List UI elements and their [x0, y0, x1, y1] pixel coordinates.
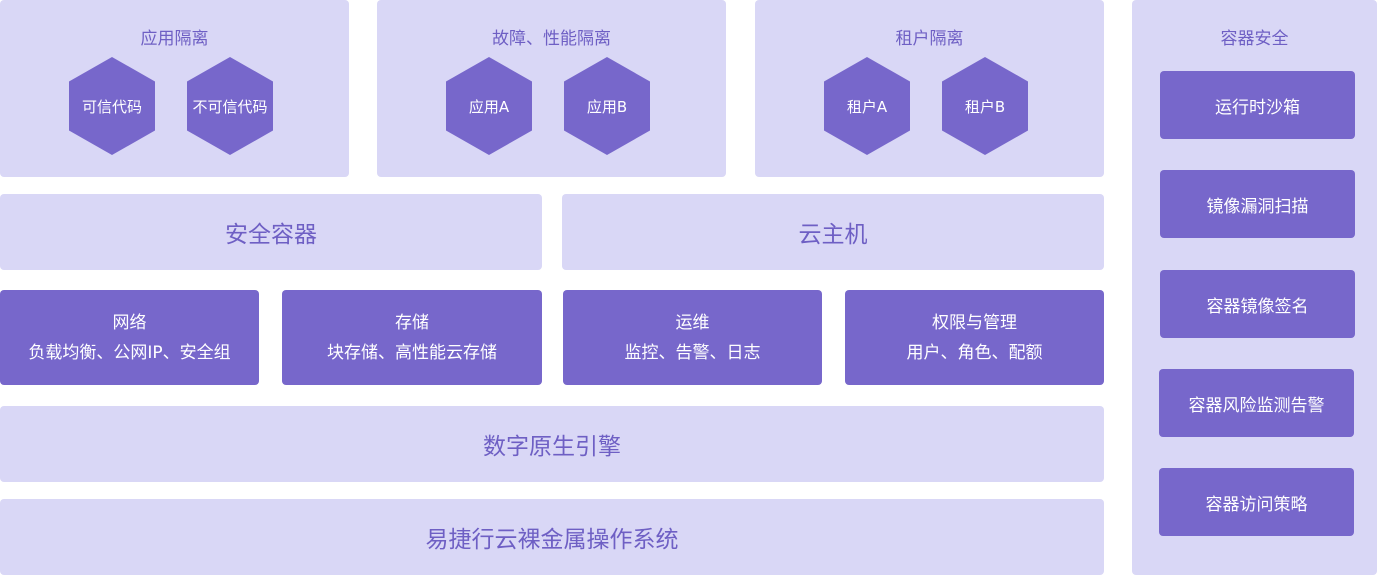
hex-app-b: 应用B — [564, 57, 650, 155]
service-desc: 监控、告警、日志 — [624, 342, 761, 363]
secure-container-box: 安全容器 — [0, 194, 542, 270]
secure-container-label: 安全容器 — [225, 222, 317, 248]
service-network: 网络 负载均衡、公网IP、安全组 — [0, 290, 259, 385]
isolation-title: 故障、性能隔离 — [492, 29, 611, 49]
isolation-title: 租户隔离 — [895, 29, 964, 49]
os-box: 易捷行云裸金属操作系统 — [0, 499, 1104, 575]
isolation-box-tenant: 租户隔离 租户A 租户B — [755, 0, 1104, 177]
os-label: 易捷行云裸金属操作系统 — [425, 527, 679, 553]
hex-app-a: 应用A — [446, 57, 532, 155]
hex-untrusted-code: 不可信代码 — [187, 57, 273, 155]
access-policy-item: 容器访问策略 — [1159, 468, 1354, 536]
service-storage: 存储 块存储、高性能云存储 — [282, 290, 542, 385]
hex-tenant-a: 租户A — [824, 57, 910, 155]
cloud-host-box: 云主机 — [562, 194, 1104, 270]
cloud-host-label: 云主机 — [798, 222, 868, 248]
service-desc: 负载均衡、公网IP、安全组 — [28, 342, 231, 363]
isolation-box-fault: 故障、性能隔离 应用A 应用B — [377, 0, 726, 177]
hex-tenant-b: 租户B — [942, 57, 1028, 155]
isolation-box-app: 应用隔离 可信代码 不可信代码 — [0, 0, 349, 177]
engine-box: 数字原生引擎 — [0, 406, 1104, 482]
risk-monitor-alert-item: 容器风险监测告警 — [1159, 369, 1354, 437]
isolation-title: 应用隔离 — [140, 29, 209, 49]
service-title: 网络 — [112, 312, 147, 333]
image-vuln-scan-item: 镜像漏洞扫描 — [1160, 170, 1355, 238]
service-ops: 运维 监控、告警、日志 — [563, 290, 822, 385]
container-security-title: 容器安全 — [1220, 29, 1289, 49]
runtime-sandbox-item: 运行时沙箱 — [1160, 71, 1355, 139]
service-title: 存储 — [395, 312, 429, 333]
service-auth: 权限与管理 用户、角色、配额 — [845, 290, 1104, 385]
service-title: 运维 — [675, 312, 710, 333]
service-title: 权限与管理 — [932, 312, 1017, 333]
service-desc: 块存储、高性能云存储 — [327, 342, 497, 363]
hex-trusted-code: 可信代码 — [69, 57, 155, 155]
engine-label: 数字原生引擎 — [483, 434, 621, 460]
service-desc: 用户、角色、配额 — [906, 342, 1043, 363]
container-security-panel: 容器安全 运行时沙箱 镜像漏洞扫描 容器镜像签名 容器风险监测告警 容器访问策略 — [1132, 0, 1377, 575]
image-signing-item: 容器镜像签名 — [1160, 270, 1355, 338]
